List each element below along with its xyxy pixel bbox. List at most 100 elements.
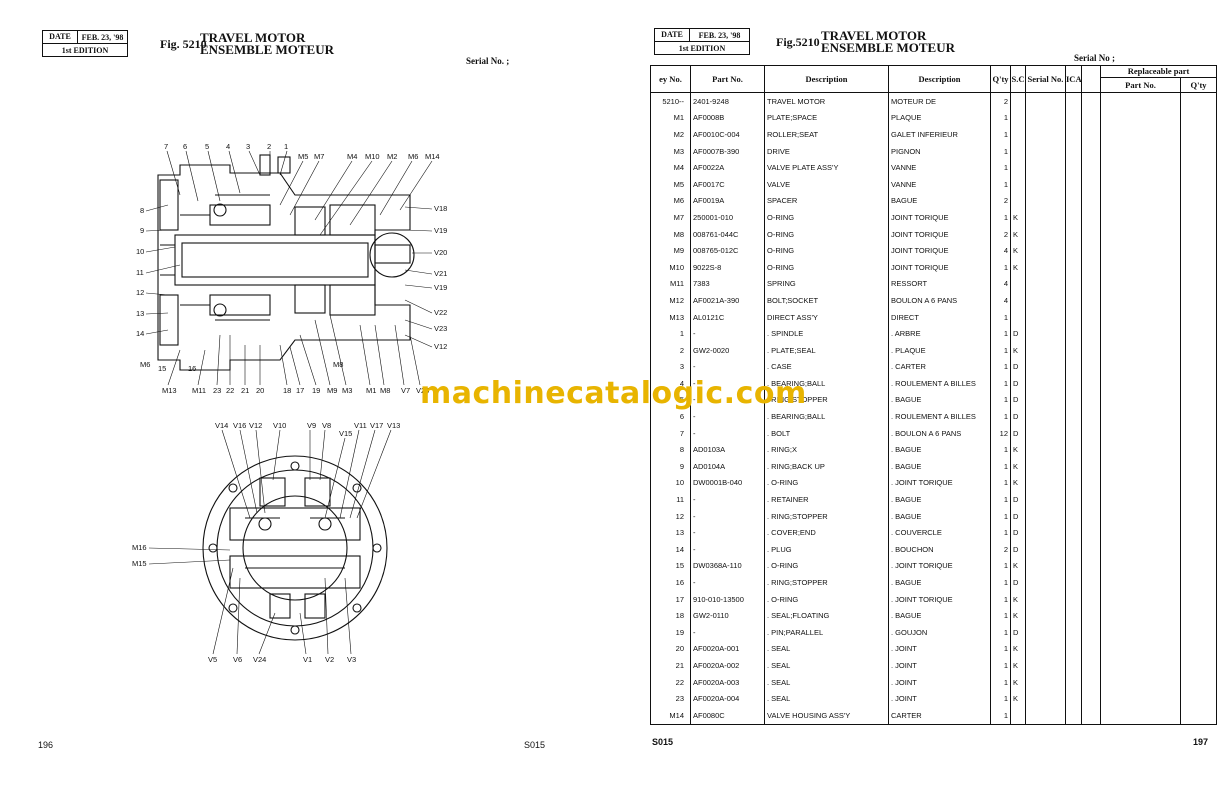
ica-cell [1065,706,1082,725]
svg-text:M1: M1 [366,386,376,395]
sc-cell: K [1010,242,1026,259]
qty-cell: 1 [990,109,1011,127]
part-no-cell: - [690,574,765,591]
description-fr-cell: . CARTER [888,358,991,376]
blank-cell [1081,706,1101,725]
part-no-cell: AF0021A-390 [690,292,765,309]
rp-qty-cell [1180,408,1217,425]
svg-text:4: 4 [226,142,230,151]
rp-part-cell [1100,192,1181,210]
description-en-cell: TRAVEL MOTOR [764,92,889,110]
qty-cell: 1 [990,657,1011,674]
description-fr-cell: . JOINT TORIQUE [888,557,991,575]
key-cell: 3 [650,358,691,376]
description-fr-cell: . JOINT [888,673,991,691]
description-en-cell: O-RING [764,242,889,259]
svg-text:V3: V3 [347,655,356,664]
table-header-row: ey No. Part No. Description Description … [650,65,1217,93]
description-en-cell: . SEAL [764,690,889,707]
header-description-en: Description [764,65,889,93]
part-no-cell: - [690,358,765,376]
description-en-cell: . BOLT [764,424,889,442]
ica-cell [1065,258,1082,276]
svg-text:13: 13 [136,309,144,318]
edition-label: 1st EDITION [61,45,109,55]
serial-cell [1025,142,1066,160]
blank-cell [1081,308,1101,326]
svg-text:M8: M8 [333,360,343,369]
description-en-cell: VALVE HOUSING ASS'Y [764,706,889,725]
description-en-cell: . PLUG [764,541,889,558]
key-cell: M8 [650,225,691,243]
qty-cell: 2 [990,225,1011,243]
sc-cell [1010,292,1026,309]
description-fr-cell: MOTEUR DE [888,92,991,110]
blank-cell [1081,541,1101,558]
qty-cell: 1 [990,142,1011,160]
description-en-cell: . RING;X [764,441,889,459]
description-en-cell: . COVER;END [764,524,889,542]
title-english: TRAVEL MOTOR [821,28,927,43]
qty-cell: 1 [990,590,1011,608]
svg-text:M6: M6 [140,360,150,369]
header-qty: Q'ty [990,65,1011,93]
rp-part-cell [1100,657,1181,674]
serial-cell [1025,375,1066,392]
blank-cell [1081,424,1101,442]
right-page: DATE FEB. 23, '98 1st EDITION Fig.5210 T… [612,0,1224,791]
part-no-cell: 008761-044C [690,225,765,243]
rp-part-cell [1100,242,1181,259]
sc-cell: D [1010,358,1026,376]
svg-text:M3: M3 [342,386,352,395]
rp-part-cell [1100,424,1181,442]
svg-text:17: 17 [296,386,304,395]
rp-part-cell [1100,375,1181,392]
svg-text:V10: V10 [273,421,286,430]
key-cell: 12 [650,507,691,525]
header-rp-qty: Q'ty [1180,77,1217,93]
ica-cell [1065,424,1082,442]
rp-qty-cell [1180,225,1217,243]
svg-text:15: 15 [158,364,166,373]
sc-cell: D [1010,408,1026,425]
rp-qty-cell [1180,192,1217,210]
header-rp-part-no: Part No. [1100,77,1181,93]
part-no-cell: 008765-012C [690,242,765,259]
description-en-cell: . SEAL [764,673,889,691]
rp-qty-cell [1180,308,1217,326]
ica-cell [1065,192,1082,210]
serial-cell [1025,325,1066,342]
serial-cell [1025,491,1066,508]
key-cell: 10 [650,474,691,492]
description-en-cell: DRIVE [764,142,889,160]
ica-cell [1065,142,1082,160]
rp-part-cell [1100,541,1181,558]
rp-part-cell [1100,341,1181,359]
svg-text:1: 1 [284,142,288,151]
ica-cell [1065,557,1082,575]
blank-cell [1081,673,1101,691]
ica-cell [1065,325,1082,342]
blank-cell [1081,690,1101,707]
header-blank [1081,65,1101,93]
rp-part-cell [1100,574,1181,591]
description-en-cell: . RING;BACK UP [764,458,889,475]
header-ica: ICA [1065,65,1082,93]
rp-qty-cell [1180,175,1217,193]
description-en-cell: . RING;STOPPER [764,507,889,525]
part-no-cell: AL0121C [690,308,765,326]
description-fr-cell: JOINT TORIQUE [888,258,991,276]
description-en-cell: O-RING [764,258,889,276]
rp-part-cell [1100,458,1181,475]
blank-cell [1081,640,1101,658]
serial-cell [1025,175,1066,193]
ica-cell [1065,209,1082,226]
svg-text:3: 3 [246,142,250,151]
rp-part-cell [1100,159,1181,176]
rp-qty-cell [1180,524,1217,542]
description-fr-cell: . BAGUE [888,574,991,591]
